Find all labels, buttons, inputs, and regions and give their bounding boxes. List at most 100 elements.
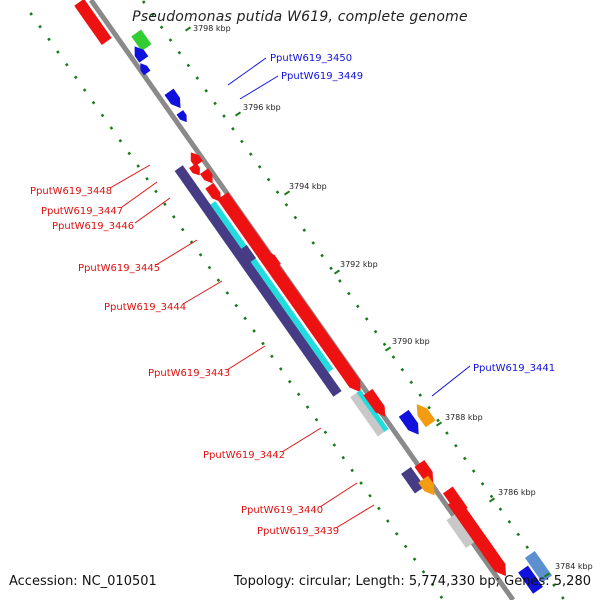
scale-dot xyxy=(216,278,221,283)
gene-pputw619-3439 xyxy=(418,475,435,496)
gene-pputw619-3455 xyxy=(199,168,213,184)
scale-dot xyxy=(127,151,132,156)
scale-label: 3784 kbp xyxy=(555,562,593,571)
inner-scale-track xyxy=(29,12,444,599)
scale-dot xyxy=(163,202,167,206)
scale-dot xyxy=(252,329,256,333)
scale-dot xyxy=(338,279,342,283)
scale-dot xyxy=(409,380,414,385)
scale-dot xyxy=(439,595,444,599)
gene-pputw619-3452 xyxy=(131,29,152,52)
scale-tick xyxy=(384,346,392,352)
scale-dot xyxy=(427,405,431,410)
gene-label-pputw619-3443[interactable]: PputW619_3443 xyxy=(148,368,230,379)
scale-dot xyxy=(516,532,521,537)
leader-line xyxy=(335,504,375,529)
gene-label-pputw619-3447[interactable]: PputW619_3447 xyxy=(41,206,123,217)
scale-dot xyxy=(198,253,203,257)
scale-dot xyxy=(172,215,176,219)
genome-summary: Topology: circular; Length: 5,774,330 bp… xyxy=(233,574,591,589)
scale-dot xyxy=(552,583,556,588)
scale-dot xyxy=(332,443,337,447)
scale-dot xyxy=(445,431,449,435)
scale-dot xyxy=(65,62,69,67)
scale-dot xyxy=(386,519,390,523)
scale-dot xyxy=(195,76,200,80)
gene-features xyxy=(74,0,553,594)
scale-dot xyxy=(118,138,123,143)
scale-dot xyxy=(525,545,530,549)
scale-dot xyxy=(73,75,78,80)
scale-dot xyxy=(150,12,155,17)
scale-ticks xyxy=(184,26,551,578)
scale-label: 3794 kbp xyxy=(289,182,327,191)
scale-dot xyxy=(394,531,399,536)
scale-dot xyxy=(109,126,114,130)
gene-pputw619-3456 xyxy=(205,182,221,203)
scale-dot xyxy=(136,164,140,168)
scale-dot xyxy=(391,355,396,359)
scale-dot xyxy=(225,291,230,295)
scale-dot xyxy=(305,405,310,409)
scale-dot xyxy=(421,570,426,574)
scale-dot xyxy=(82,88,87,92)
scale-dot xyxy=(279,367,283,371)
gene-pputw619-3451 xyxy=(74,0,112,45)
scale-dot xyxy=(347,291,351,296)
scale-tick xyxy=(435,421,443,427)
gene-label-pputw619-3439[interactable]: PputW619_3439 xyxy=(257,526,339,537)
scale-label: 3788 kbp xyxy=(445,413,483,422)
scale-dot xyxy=(213,101,217,106)
scale-tick xyxy=(184,26,192,32)
scale-dot xyxy=(231,126,235,131)
gene-label-pputw619-3442[interactable]: PputW619_3442 xyxy=(203,450,285,461)
scale-dot xyxy=(38,24,42,29)
scale-dot xyxy=(471,469,476,473)
scale-dot xyxy=(222,114,226,118)
gene-pputw619-3450 xyxy=(134,46,149,63)
scale-dot xyxy=(498,507,503,511)
accession-value: NC_010501 xyxy=(81,574,157,589)
scale-dot xyxy=(287,379,292,384)
gene-pputw619-3463 xyxy=(446,513,476,549)
scale-label: 3790 kbp xyxy=(392,337,430,346)
gene-label-pputw619-3448[interactable]: PputW619_3448 xyxy=(30,186,112,197)
scale-tick xyxy=(283,190,291,196)
scale-dot xyxy=(177,50,182,55)
gene-pputw619-3464 xyxy=(447,497,507,577)
leader-line xyxy=(155,239,198,266)
gene-label-pputw619-3446[interactable]: PputW619_3446 xyxy=(52,221,134,232)
scale-dot xyxy=(400,367,405,372)
gene-label-pputw619-3449[interactable]: PputW619_3449 xyxy=(281,71,363,82)
scale-dot xyxy=(462,456,467,461)
scale-tick xyxy=(333,269,341,275)
gene-label-pputw619-3445[interactable]: PputW619_3445 xyxy=(78,263,160,274)
scale-dot xyxy=(373,329,378,334)
gene-label-pputw619-3441[interactable]: PputW619_3441 xyxy=(473,363,555,374)
scale-dot xyxy=(248,152,253,156)
leader-line xyxy=(227,57,267,86)
scale-dot xyxy=(323,430,328,435)
scale-dot xyxy=(275,190,280,194)
gene-pputw619-3446 xyxy=(189,162,200,176)
scale-dot xyxy=(341,455,346,460)
scale-dot xyxy=(329,266,333,271)
gene-label-pputw619-3444[interactable]: PputW619_3444 xyxy=(104,302,186,313)
scale-dot xyxy=(168,38,173,42)
gene-pputw619-3454 xyxy=(176,110,187,123)
gene-pputw619-3457 xyxy=(266,251,281,269)
gene-pputw619-3440 xyxy=(401,466,425,494)
scale-dot xyxy=(257,165,262,169)
scale-dot xyxy=(430,582,435,587)
scale-label: 3786 kbp xyxy=(498,488,536,497)
gene-pputw619-3448 xyxy=(174,165,342,397)
leader-line xyxy=(134,197,171,224)
gene-pputw619-3458 xyxy=(356,389,389,432)
gene-label-pputw619-3440[interactable]: PputW619_3440 xyxy=(241,505,323,516)
leader-line xyxy=(239,75,279,100)
leader-line xyxy=(121,181,158,208)
scale-dot xyxy=(296,392,301,397)
scale-label: 3792 kbp xyxy=(340,260,378,269)
gene-label-pputw619-3450[interactable]: PputW619_3450 xyxy=(270,53,352,64)
scale-tick xyxy=(234,111,242,117)
